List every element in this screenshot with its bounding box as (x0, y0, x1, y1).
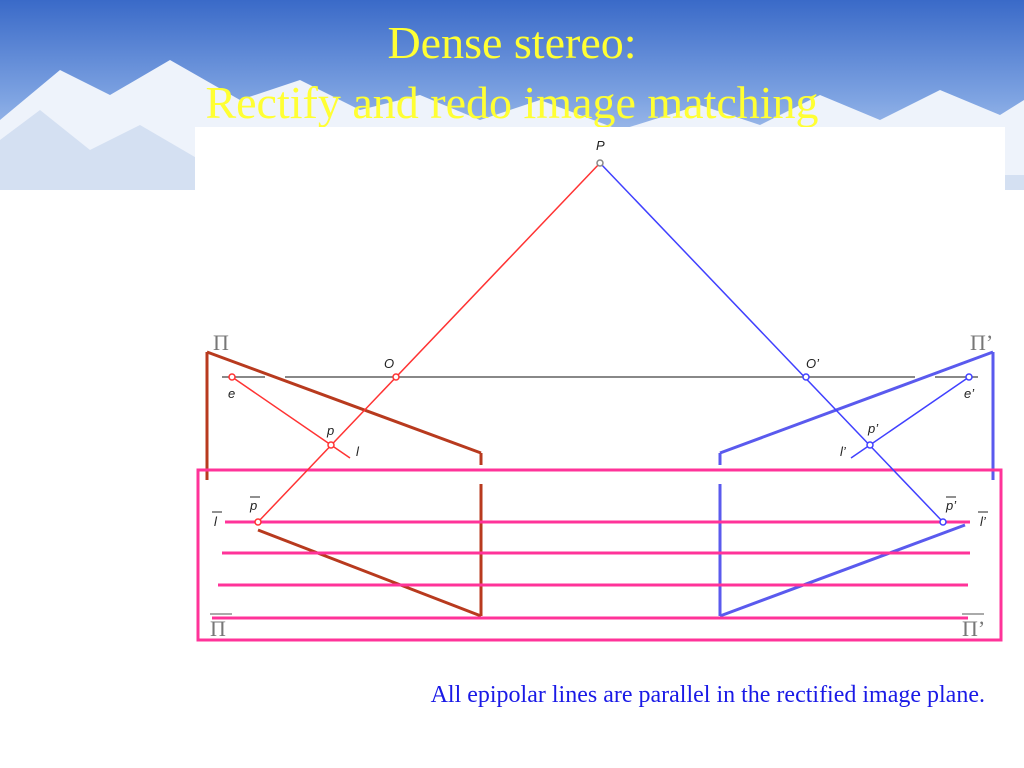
point-e (228, 373, 236, 381)
label-l: l (356, 444, 360, 459)
point-P (596, 159, 604, 167)
label-O-prime: O’ (806, 356, 820, 371)
figure-caption: All epipolar lines are parallel in the r… (430, 682, 985, 708)
left-plane-bottom-edge (257, 528, 482, 618)
point-p-bar (254, 518, 262, 526)
right-ray (599, 162, 944, 523)
label-p-prime: p’ (867, 421, 879, 436)
left-ray (257, 162, 601, 523)
label-l-prime: l’ (840, 444, 847, 459)
label-p-bar-prime: p’ (945, 498, 957, 513)
label-l-bar-prime: l’ (980, 514, 987, 529)
right-plane-top-edge (719, 350, 994, 455)
slide-title-line-2: Rectify and redo image matching (205, 77, 819, 128)
point-p-prime (866, 441, 874, 449)
rectified-plane-frame (196, 468, 1003, 642)
point-p (327, 441, 335, 449)
label-pi: Π (213, 330, 229, 355)
label-p-bar: p (249, 498, 257, 513)
label-l-bar: l (214, 514, 218, 529)
label-e-prime: e’ (964, 386, 975, 401)
slide-title-line-1: Dense stereo: (387, 17, 637, 68)
label-e: e (228, 386, 235, 401)
label-pi-prime: Π’ (970, 330, 993, 355)
label-pi-bar: Π (210, 616, 226, 641)
point-e-prime (965, 373, 973, 381)
label-pi-bar-prime: Π’ (962, 616, 985, 641)
label-O: O (384, 356, 394, 371)
point-O (392, 373, 400, 381)
point-p-bar-prime (939, 518, 947, 526)
label-P: P (596, 138, 605, 153)
left-plane-top-edge (206, 350, 482, 455)
point-O-prime (802, 373, 810, 381)
label-p: p (326, 423, 334, 438)
right-plane-bottom-edge (719, 523, 966, 618)
